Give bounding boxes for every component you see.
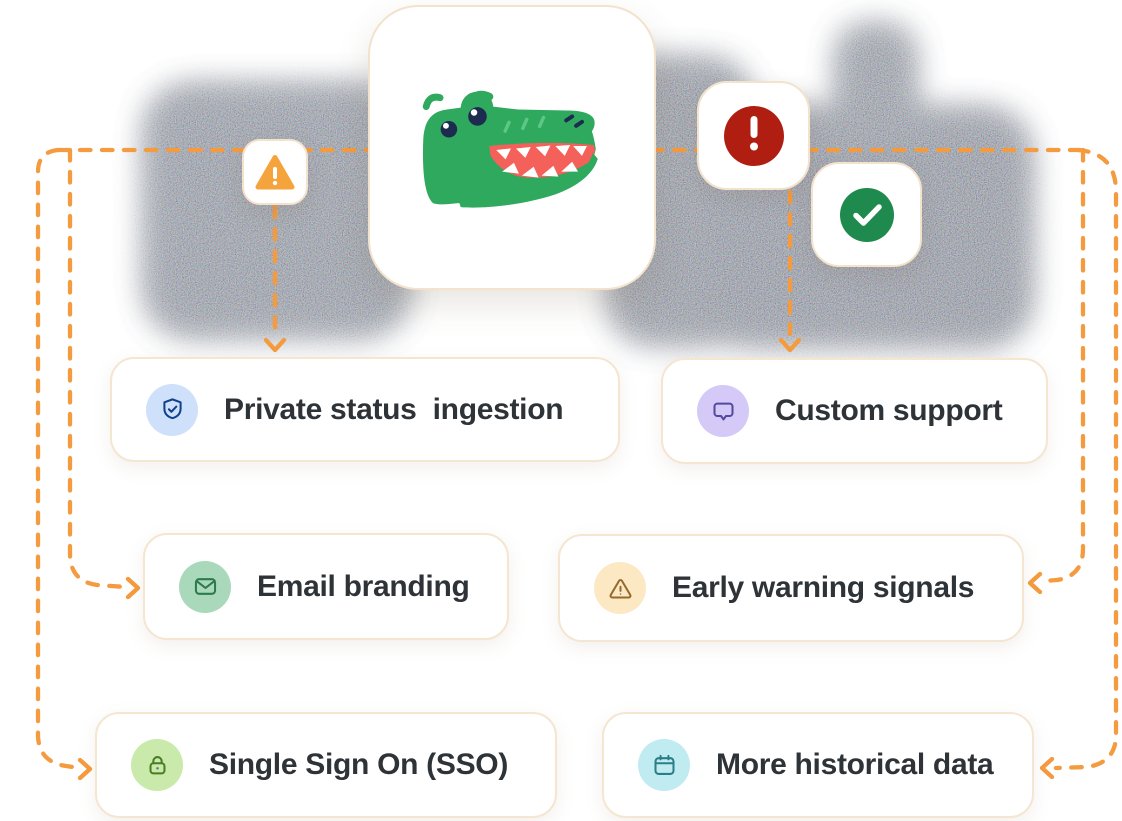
chat-bubble-icon	[712, 402, 734, 420]
connector-right-inner	[1041, 147, 1086, 584]
crocodile-nostrils	[564, 114, 584, 128]
feature-email-branding: Email branding	[143, 533, 509, 640]
envelope-icon	[194, 578, 216, 595]
crocodile-eye	[440, 120, 458, 138]
connector-left-inner	[67, 147, 129, 590]
crocodile-teeth-upper	[496, 145, 587, 160]
arrow-left-early	[1027, 571, 1043, 595]
warning-triangle-icon	[255, 155, 295, 190]
lock-icon	[149, 755, 165, 774]
feature-label: Custom support	[775, 394, 1003, 427]
crocodile-eye	[468, 107, 487, 126]
feature-private-status-ingestion: Private status ingestion	[110, 357, 620, 462]
arrow-down-private	[263, 337, 287, 353]
feature-label: Private status ingestion	[224, 392, 564, 426]
warning-icon-card	[242, 139, 308, 205]
feature-custom-support: Custom support	[661, 358, 1048, 464]
success-icon-card	[811, 162, 922, 267]
shield-icon-bubble	[146, 383, 198, 436]
arrow-right-sso	[77, 757, 93, 781]
connector-left-outer	[35, 147, 83, 771]
shield-check-icon	[162, 398, 182, 420]
warning-icon-bubble	[594, 562, 646, 614]
feature-more-historical-data: More historical data	[602, 712, 1034, 818]
feature-early-warning-signals: Early warning signals	[558, 534, 1024, 642]
lock-icon-bubble	[131, 739, 183, 791]
arrow-down-custom	[778, 337, 802, 353]
feature-label: Single Sign On (SSO)	[209, 748, 509, 781]
arrow-left-historical	[1039, 756, 1055, 780]
warning-outline-icon	[609, 578, 631, 599]
crocodile-brows	[422, 90, 494, 111]
error-icon-card	[697, 81, 810, 190]
error-exclamation-icon	[723, 105, 784, 166]
crocodile-teeth-lower	[502, 161, 579, 178]
crocodile-gills	[503, 115, 546, 133]
connector-right-outer	[1053, 147, 1119, 771]
success-check-icon	[839, 187, 894, 242]
crocodile-lower-jaw	[458, 152, 598, 208]
envelope-icon-bubble	[179, 560, 231, 613]
calendar-icon	[653, 754, 675, 775]
crocodile-mascot	[422, 90, 598, 208]
feature-label: Email branding	[257, 569, 470, 603]
mascot-card	[368, 5, 656, 290]
arrow-right-email	[125, 576, 141, 600]
feature-label: Early warning signals	[672, 571, 975, 604]
feature-label: More historical data	[716, 748, 994, 781]
feature-single-sign-on: Single Sign On (SSO)	[95, 712, 557, 818]
chat-icon-bubble	[697, 385, 749, 437]
calendar-icon-bubble	[638, 739, 690, 791]
